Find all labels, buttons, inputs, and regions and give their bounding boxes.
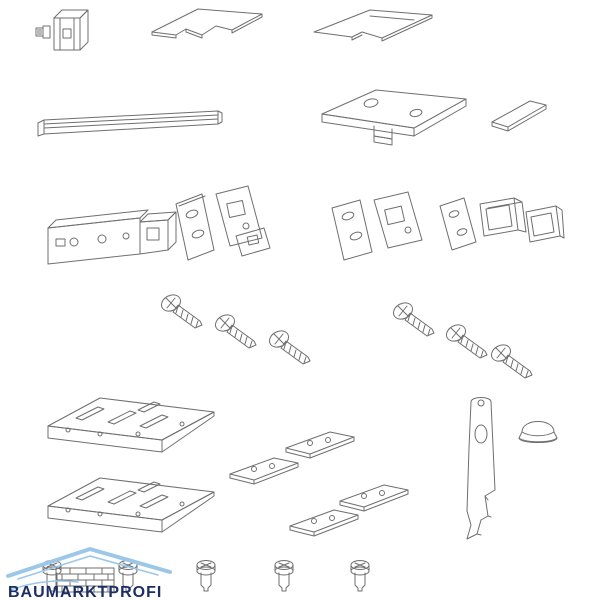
small-plate-two-holes [286, 506, 362, 538]
end-cap [518, 421, 558, 443]
profile-rail [37, 110, 223, 137]
corner-mounting-block [35, 9, 89, 51]
brick-logo [55, 567, 115, 593]
watermark-brand-text: BAUMARKTPROFI [8, 584, 162, 600]
euro-screw [158, 292, 206, 332]
thin-shim-plate [491, 100, 547, 132]
euro-screw [266, 328, 314, 368]
expansion-fastener [346, 558, 374, 594]
perforated-link-plates-left [175, 185, 271, 261]
right-hinge-cup-assembly [439, 197, 565, 251]
perforated-link-plates-right [331, 191, 423, 261]
flat-bracket-plate-stepped [313, 9, 433, 42]
slotted-wedge-ramp [42, 470, 220, 540]
flat-bracket-plate-notched [151, 8, 263, 39]
slotted-wedge-ramp [42, 390, 220, 460]
baumarktprofi-watermark: BAUMARKTPROFI [6, 547, 172, 600]
euro-screw [212, 312, 260, 352]
expansion-fastener [192, 558, 220, 594]
euro-screw [390, 300, 438, 340]
euro-screw [488, 342, 536, 382]
vertical-hook-bracket [466, 397, 496, 540]
small-plate-two-holes [226, 454, 302, 486]
cover-plate-with-holes [321, 89, 467, 146]
left-hinge-bracket [47, 209, 177, 265]
expansion-fastener [270, 558, 298, 594]
euro-screw [443, 322, 491, 362]
